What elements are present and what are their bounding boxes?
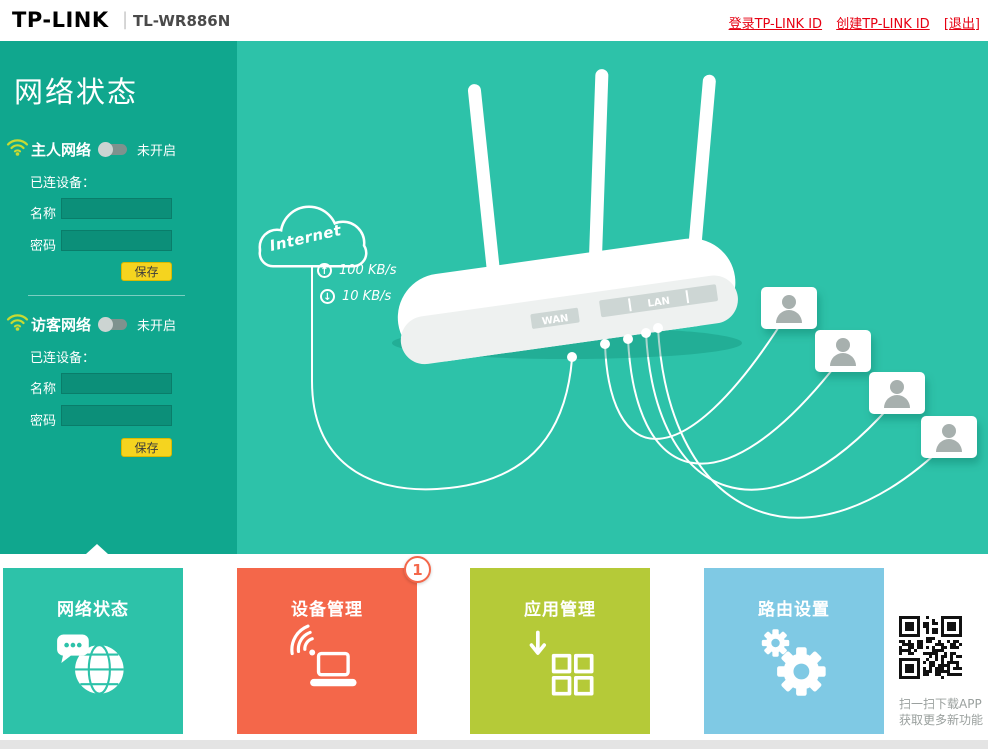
logo-divider: | (122, 9, 129, 30)
connection-lines (311, 266, 950, 519)
upload-arrow-icon: ↑ (317, 263, 332, 278)
tab-network-status[interactable]: 网络状态 (3, 568, 183, 734)
guest-ssid-input[interactable] (61, 373, 172, 394)
chat-bubble-icon (57, 634, 89, 664)
gear-large-icon (777, 647, 826, 696)
guest-network-status: 未开启 (137, 319, 177, 334)
tile-label: 设备管理 (291, 600, 363, 620)
globe-chat-icon (57, 634, 124, 695)
tile-label: 路由设置 (758, 600, 830, 620)
qr-caption-line2: 获取更多新功能 (899, 713, 984, 727)
download-apps-icon (529, 630, 594, 696)
lan-port-label: LAN (647, 296, 671, 310)
gears-icon (761, 629, 826, 696)
internet-cloud-icon (258, 205, 368, 268)
top-bar: TP-LINK | TL-WR886N 登录TP-LINK ID 创建TP-LI… (0, 0, 988, 41)
toggle-knob (98, 317, 113, 332)
bottom-nav: 网络状态 1 设备管理 (0, 544, 988, 740)
host-network-status: 未开启 (137, 144, 177, 159)
notification-badge: 1 (404, 556, 431, 583)
download-speed: ↓ 10 KB/s (320, 289, 391, 304)
network-status-sidebar: 网络状态 主人网络 未开启 已连设备： 名称 密码 保存 (0, 41, 237, 554)
router-illustration: WAN LAN (397, 238, 738, 365)
tile-label: 应用管理 (524, 600, 596, 620)
connected-devices-label: 已连设备： (30, 351, 96, 366)
upload-speed-value: 100 KB/s (339, 263, 397, 278)
account-links: 登录TP-LINK ID 创建TP-LINK ID [退出] (719, 13, 980, 32)
content-area: 网络状态 主人网络 未开启 已连设备： 名称 密码 保存 (0, 41, 988, 554)
client-device-card (869, 372, 925, 414)
password-label: 密码 (30, 239, 57, 254)
download-speed-value: 10 KB/s (342, 289, 392, 304)
client-device-cards (761, 287, 977, 458)
qr-caption-line1: 扫一扫下载APP (899, 697, 982, 711)
guest-network-toggle[interactable] (98, 317, 127, 332)
section-divider (28, 295, 185, 296)
guest-password-input[interactable] (61, 405, 172, 426)
tplink-logo: TP-LINK (12, 8, 109, 32)
guest-network-label: 访客网络 (31, 316, 92, 334)
upload-speed: ↑ 100 KB/s (317, 263, 397, 278)
ssid-label: 名称 (30, 382, 57, 397)
network-topology-diagram: WAN LAN (237, 41, 988, 554)
client-device-card (761, 287, 817, 329)
qr-code (899, 616, 962, 679)
create-tplink-id-link[interactable]: 创建TP-LINK ID (836, 17, 930, 32)
login-tplink-id-link[interactable]: 登录TP-LINK ID (728, 17, 823, 32)
download-arrow-icon: ↓ (320, 289, 335, 304)
wan-port-label: WAN (541, 313, 569, 328)
tab-device-management[interactable]: 1 设备管理 (237, 556, 431, 734)
host-password-input[interactable] (61, 230, 172, 251)
toggle-knob (98, 142, 113, 157)
ssid-label: 名称 (30, 207, 57, 222)
wifi-icon (6, 139, 29, 156)
port-connection-dots (567, 323, 663, 362)
laptop-wifi-icon (290, 624, 357, 687)
guest-save-button[interactable]: 保存 (121, 438, 172, 457)
gear-small-icon (761, 629, 790, 657)
host-network-label: 主人网络 (31, 141, 92, 159)
host-save-button[interactable]: 保存 (121, 262, 172, 281)
wifi-icon (6, 314, 29, 331)
active-tab-pointer (86, 544, 108, 554)
logout-link[interactable]: [退出] (943, 17, 980, 32)
tile-label: 网络状态 (57, 600, 129, 620)
router-model: TL-WR886N (133, 12, 231, 30)
password-label: 密码 (30, 414, 57, 429)
tab-router-settings[interactable]: 路由设置 (704, 568, 884, 734)
host-ssid-input[interactable] (61, 198, 172, 219)
page-title: 网络状态 (14, 75, 139, 109)
client-device-card (921, 416, 977, 458)
tab-app-management[interactable]: 应用管理 (470, 568, 650, 734)
host-network-toggle[interactable] (98, 142, 127, 157)
topology-illustration: WAN LAN (258, 69, 977, 519)
router-antennas (467, 69, 716, 289)
footer-strip (0, 740, 988, 749)
client-device-card (815, 330, 871, 372)
connected-devices-label: 已连设备： (30, 176, 96, 191)
